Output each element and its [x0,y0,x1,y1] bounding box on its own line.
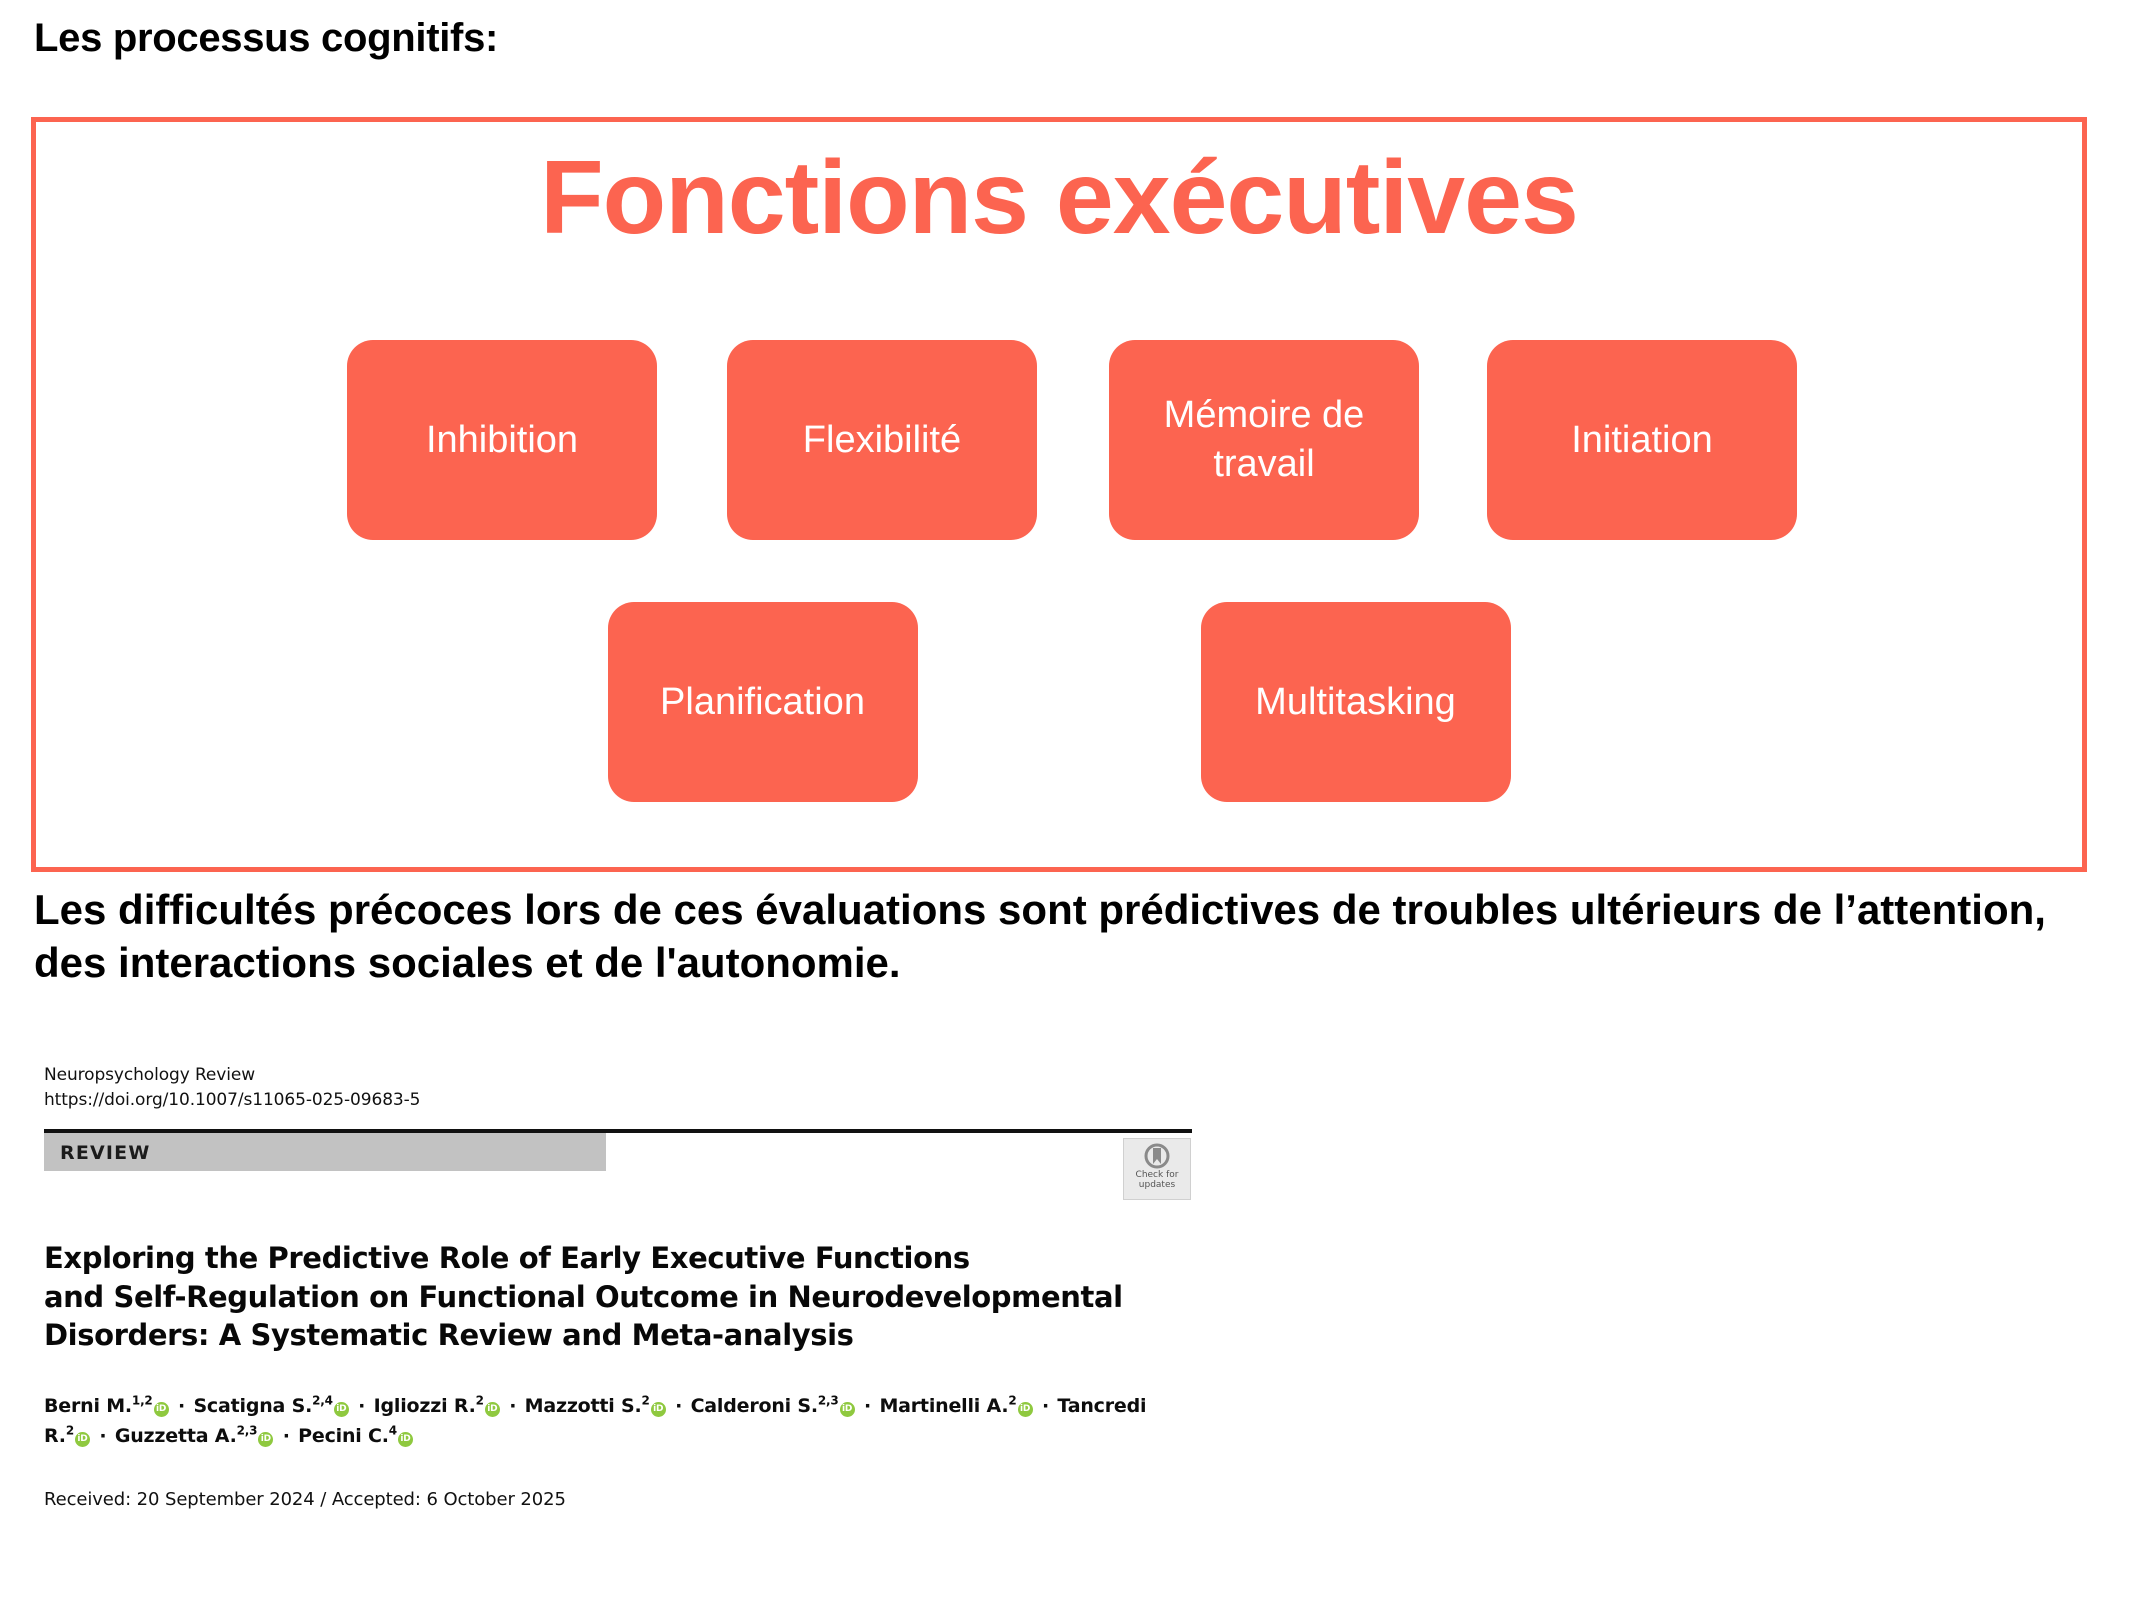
author-separator: · [92,1424,113,1447]
diagram-heading: Fonctions exécutives [540,140,1579,256]
paper-author-name: Igliozzi R. [373,1394,476,1417]
paper-author-affiliation: 2,4 [312,1393,333,1408]
author-separator: · [502,1394,523,1417]
paper-clipping: Neuropsychology Review https://doi.org/1… [44,1063,1244,1512]
ef-card-planification[interactable]: Planification [607,602,918,802]
paper-author-list: Berni M.1,2iD · Scatigna S.2,4iD · Iglio… [44,1391,1174,1451]
paper-title: Exploring the Predictive Role of Early E… [44,1239,1124,1355]
orcid-icon[interactable]: iD [839,1401,855,1417]
ef-card-label: Flexibilité [802,418,962,461]
paper-author-affiliation: 1,2 [131,1393,153,1408]
diagram-row-one: Inhibition Flexibilité Mémoire de travai… [36,340,2082,540]
paper-dates: Received: 20 September 2024 / Accepted: … [44,1489,566,1510]
ef-card-multitasking[interactable]: Multitasking [1200,602,1511,802]
orcid-icon[interactable]: iD [153,1401,169,1417]
author-separator: · [276,1424,297,1447]
ef-card-inhibition[interactable]: Inhibition [347,340,657,540]
ef-card-label: Inhibition [425,418,579,461]
paper-header-rule [44,1129,1192,1134]
paper-author-affiliation: 2 [641,1393,650,1408]
ef-card-flexibilite[interactable]: Flexibilité [727,340,1037,540]
executive-functions-diagram: Fonctions exécutives Inhibition Flexibil… [31,117,2087,872]
orcid-icon[interactable]: iD [484,1401,500,1417]
paper-author-affiliation: 2 [1008,1393,1017,1408]
paper-author-affiliation: 2 [475,1393,484,1408]
diagram-row-two: Planification Multitasking [36,602,2082,802]
paper-author-name: Pecini C. [298,1424,389,1447]
orcid-icon[interactable]: iD [333,1401,349,1417]
check-for-updates-line1: Check for [1135,1170,1179,1180]
paper-title-line: Exploring the Predictive Role of Early E… [44,1241,970,1276]
paper-author-name: Guzzetta A. [114,1424,237,1447]
ef-card-label: Mémoire de travail [1163,394,1365,485]
orcid-icon[interactable]: iD [258,1431,274,1447]
paper-author-affiliation: 2 [65,1423,74,1438]
paper-journal-name: Neuropsychology Review [44,1065,256,1085]
paper-doi-link[interactable]: https://doi.org/10.1007/s11065-025-09683… [44,1089,421,1110]
crossmark-icon [1144,1143,1170,1169]
author-separator: · [668,1394,689,1417]
orcid-icon[interactable]: iD [397,1431,413,1447]
orcid-icon[interactable]: iD [74,1431,90,1447]
ef-card-label: Initiation [1571,418,1713,461]
author-separator: · [1035,1394,1056,1417]
paper-author-name: Scatigna S. [193,1394,313,1417]
paper-author-name: Tancredi R. [44,1394,1147,1447]
paper-article-type-bar: REVIEW [44,1133,1244,1175]
paper-author-affiliation: 2,3 [817,1393,839,1408]
ef-card-initiation[interactable]: Initiation [1487,340,1797,540]
author-separator: · [351,1394,372,1417]
paper-article-type-label: REVIEW [60,1142,151,1165]
paper-author-name: Mazzotti S. [524,1394,642,1417]
ef-card-label: Planification [660,680,865,723]
author-separator: · [171,1394,192,1417]
paper-title-line: Disorders: A Systematic Review and Meta-… [44,1318,854,1353]
paper-author-affiliation: 2,3 [236,1423,258,1438]
paper-author-affiliation: 4 [388,1423,397,1438]
paper-author-name: Calderoni S. [690,1394,819,1417]
paper-author-name: Berni M. [44,1394,132,1417]
author-separator: · [857,1394,878,1417]
diagram-caption: Les difficultés précoces lors de ces éva… [34,886,2046,986]
check-for-updates-badge[interactable]: Check for updates [1123,1138,1191,1200]
ef-card-memoire-de-travail[interactable]: Mémoire de travail [1109,340,1419,540]
orcid-icon[interactable]: iD [650,1401,666,1417]
ef-card-label: Multitasking [1255,680,1456,723]
page-title: Les processus cognitifs: [34,16,499,60]
check-for-updates-label: Check for updates [1135,1170,1179,1191]
paper-author-name: Martinelli A. [879,1394,1009,1417]
orcid-icon[interactable]: iD [1017,1401,1033,1417]
author-separator [414,1425,418,1447]
paper-title-line: and Self-Regulation on Functional Outcom… [44,1279,1123,1314]
check-for-updates-line2: updates [1138,1179,1176,1190]
